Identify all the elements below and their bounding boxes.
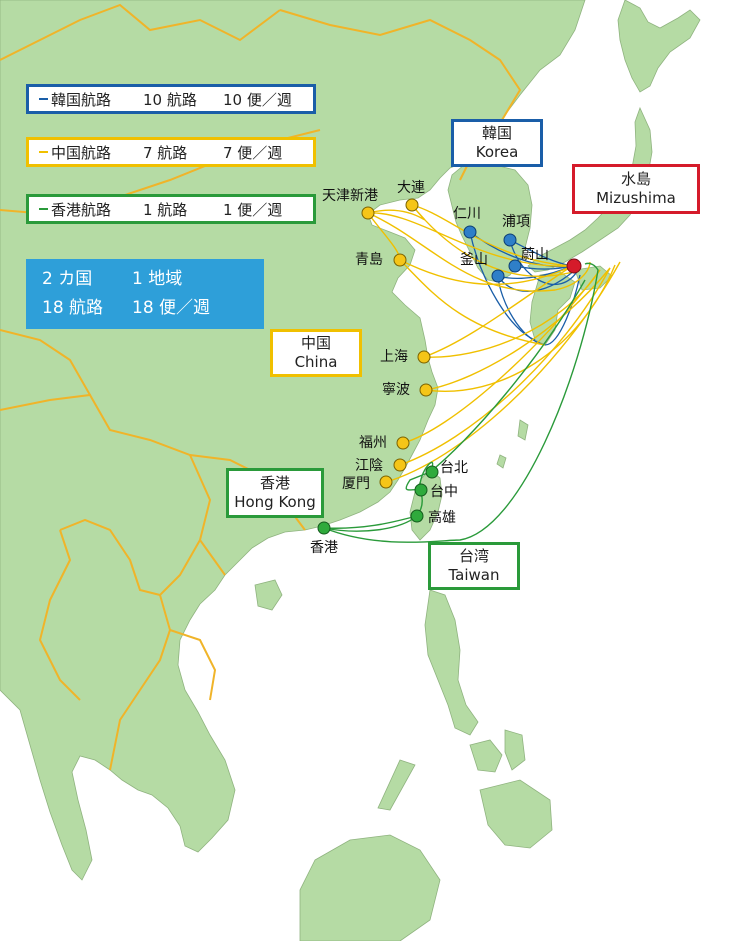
port-marker-pohang[interactable] (503, 233, 517, 247)
port-marker-xiamen[interactable] (379, 475, 393, 489)
legend-route-count: 7 航路 (143, 143, 188, 162)
port-label-dalian: 大連 (397, 180, 425, 196)
port-marker-ningbo[interactable] (419, 383, 433, 397)
port-label-taipei: 台北 (440, 460, 468, 476)
port-label-ulsan: 蔚山 (521, 247, 549, 263)
port-label-busan: 釜山 (460, 252, 488, 268)
legend-route-name: 中国航路 (51, 143, 112, 162)
region-name-jp: 中国 (300, 334, 331, 352)
region-label-hongkong: 香港 Hong Kong (226, 468, 324, 518)
port-marker-ulsan[interactable] (508, 259, 522, 273)
region-name-jp: 水島 (620, 170, 651, 188)
region-name-en: Hong Kong (234, 493, 316, 511)
port-marker-taichung[interactable] (414, 483, 428, 497)
landmass-borneo (299, 834, 441, 941)
region-name-jp: 韓国 (481, 124, 512, 142)
port-label-jiangyin: 江陰 (355, 458, 383, 474)
region-name-jp: 香港 (259, 474, 290, 492)
port-label-qingdao: 青島 (355, 252, 383, 268)
legend-korea: 韓国航路 10 航路 10 便／週 (26, 84, 316, 114)
port-label-pohang: 浦項 (502, 214, 530, 230)
port-marker-hongkong[interactable] (317, 521, 331, 535)
port-marker-jiangyin[interactable] (393, 458, 407, 472)
landmass-hokkaido (617, 0, 701, 93)
port-label-kaohsiung: 高雄 (428, 510, 456, 526)
port-marker-dalian[interactable] (405, 198, 419, 212)
port-marker-kaohsiung[interactable] (410, 509, 424, 523)
green-ports (317, 465, 439, 535)
summary-frequency: 18 便／週 (132, 298, 211, 318)
landmass-mindanao (479, 779, 553, 849)
port-label-xiamen: 厦門 (342, 476, 370, 492)
port-marker-mizushima[interactable] (566, 258, 582, 274)
summary-countries: 2 カ国 (42, 269, 93, 289)
legend-frequency: 1 便／週 (223, 200, 283, 219)
korea-ports (463, 225, 522, 283)
port-label-incheon: 仁川 (453, 206, 481, 222)
landmass-palawan (377, 759, 416, 811)
legend-hongkong: 香港航路 1 航路 1 便／週 (26, 194, 316, 224)
landmass-hainan (254, 579, 283, 611)
hk-routes (323, 262, 599, 543)
port-marker-taipei[interactable] (425, 465, 439, 479)
port-label-shanghai: 上海 (380, 349, 408, 365)
region-label-mizushima: 水島 Mizushima (572, 164, 700, 214)
region-label-taiwan: 台湾 Taiwan (428, 542, 520, 590)
legend-china: 中国航路 7 航路 7 便／週 (26, 137, 316, 167)
port-label-taichung: 台中 (430, 484, 458, 500)
landmass-samar (504, 729, 526, 771)
port-label-tianjin: 天津新港 (322, 188, 378, 204)
legend-route-name: 香港航路 (51, 200, 112, 219)
port-marker-busan[interactable] (491, 269, 505, 283)
legend-line-icon (39, 151, 48, 153)
port-marker-tianjin[interactable] (361, 206, 375, 220)
summary-box: 2 カ国 1 地域 18 航路 18 便／週 (26, 259, 264, 329)
region-name-en: China (294, 353, 338, 371)
port-label-hongkong: 香港 (310, 540, 338, 556)
summary-routes: 18 航路 (42, 298, 104, 318)
legend-route-name: 韓国航路 (51, 90, 112, 109)
legend-line-icon (39, 98, 48, 100)
landmass-okinawa (496, 454, 507, 469)
region-label-korea: 韓国 Korea (451, 119, 543, 167)
port-marker-shanghai[interactable] (417, 350, 431, 364)
region-name-en: Taiwan (448, 566, 500, 584)
landmass-taiwan (409, 469, 443, 541)
legend-route-count: 1 航路 (143, 200, 188, 219)
legend-line-icon (39, 208, 48, 210)
region-name-en: Mizushima (596, 189, 676, 207)
legend-route-count: 10 航路 (143, 90, 197, 109)
port-marker-qingdao[interactable] (393, 253, 407, 267)
legend-frequency: 10 便／週 (223, 90, 292, 109)
port-marker-fuzhou[interactable] (396, 436, 410, 450)
summary-regions: 1 地域 (132, 269, 183, 289)
region-name-jp: 台湾 (458, 547, 489, 565)
landmass-visayas (469, 739, 503, 773)
china-ports (361, 198, 433, 489)
landmass-luzon (424, 589, 479, 736)
region-label-china: 中国 China (270, 329, 362, 377)
china-routes (367, 204, 621, 483)
port-label-fuzhou: 福州 (359, 435, 387, 451)
port-marker-incheon[interactable] (463, 225, 477, 239)
landmass-ryukyu (517, 419, 529, 441)
port-label-ningbo: 寧波 (382, 382, 410, 398)
region-name-en: Korea (475, 143, 519, 161)
legend-frequency: 7 便／週 (223, 143, 283, 162)
